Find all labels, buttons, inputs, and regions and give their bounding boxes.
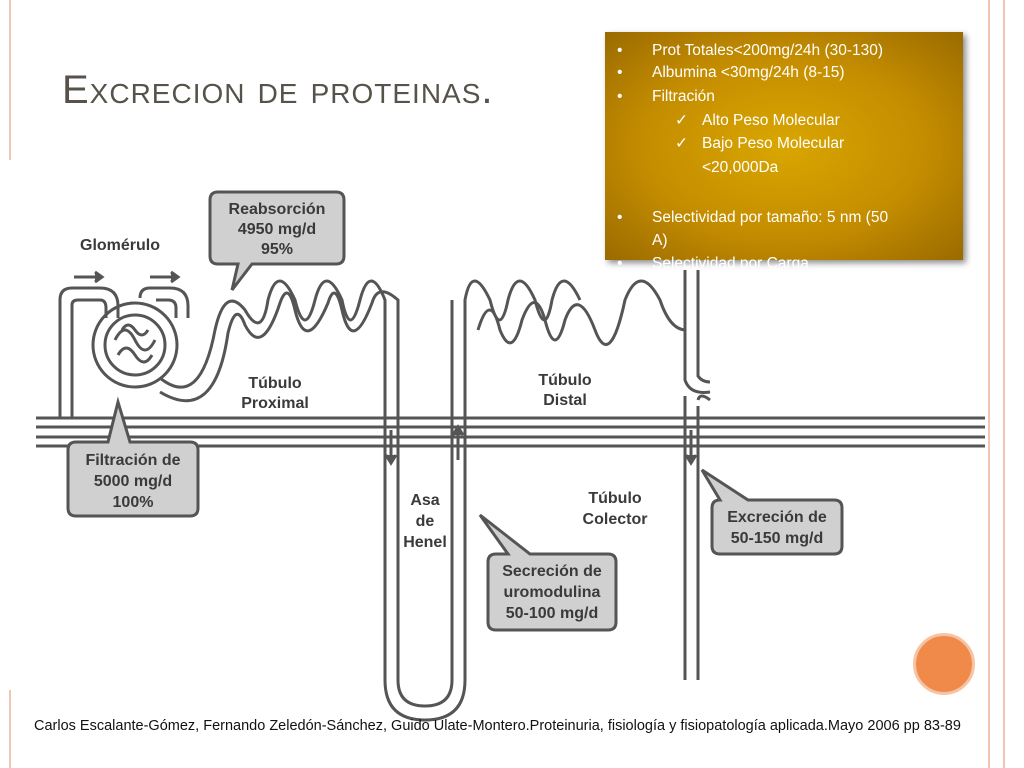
citation: Carlos Escalante-Gómez, Fernando Zeledón…	[34, 718, 961, 734]
info-text: A)	[652, 232, 668, 249]
info-text: Selectividad por tamaño: 5 nm (50	[652, 209, 889, 226]
tubulo-distal-line-1: Túbulo	[538, 372, 592, 389]
secrecion-line-2: uromodulina	[504, 584, 601, 601]
excrecion-line-2: 50-150 mg/d	[731, 530, 823, 547]
bullet: •	[617, 255, 623, 272]
info-text: Albumina <30mg/24h (8-15)	[652, 64, 845, 81]
bullet: •	[617, 64, 623, 81]
slide-title: Excrecion de proteinas.	[62, 68, 494, 112]
reabsorcion-line-2: 4950 mg/d	[238, 221, 316, 238]
left-deco-line-bottom	[9, 690, 11, 768]
filtracion-line-3: 100%	[113, 494, 154, 511]
tubulo-distal-line-2: Distal	[543, 392, 587, 409]
decorative-circle	[913, 633, 975, 695]
reabsorcion-line-3: 95%	[261, 241, 293, 258]
asa-line-1: Asa	[410, 492, 439, 509]
tubulo-colector-line-2: Colector	[583, 511, 648, 528]
info-text: Prot Totales<200mg/24h (30-130)	[652, 42, 884, 59]
tubulo-proximal-line-1: Túbulo	[248, 375, 302, 392]
bullet: •	[617, 88, 623, 105]
left-deco-line	[9, 0, 11, 160]
info-text: Alto Peso Molecular	[702, 112, 840, 129]
tubulo-proximal-line-2: Proximal	[241, 395, 309, 412]
asa-line-2: de	[416, 513, 435, 530]
right-deco-line-2	[1003, 0, 1005, 768]
checkmark-icon: ✓	[675, 135, 688, 152]
filtracion-line-2: 5000 mg/d	[94, 473, 172, 490]
info-text: <20,000Da	[702, 159, 779, 176]
asa-line-3: Henel	[403, 534, 447, 551]
info-box: • Prot Totales<200mg/24h (30-130) • Albu…	[605, 32, 963, 272]
right-deco-line-1	[988, 0, 990, 768]
checkmark-icon: ✓	[675, 112, 688, 129]
bullet: •	[617, 209, 623, 226]
excrecion-line-1: Excreción de	[727, 509, 827, 526]
tubulo-colector-line-1: Túbulo	[588, 490, 642, 507]
filtracion-line-1: Filtración de	[85, 452, 180, 469]
glomerulo-label: Glomérulo	[80, 237, 160, 254]
info-text: Selectividad por Carga	[652, 255, 809, 272]
secrecion-line-1: Secreción de	[502, 563, 602, 580]
secrecion-line-3: 50-100 mg/d	[506, 605, 598, 622]
info-text: Filtración	[652, 88, 715, 105]
bullet: •	[617, 42, 623, 59]
reabsorcion-line-1: Reabsorción	[229, 201, 326, 218]
info-text: Bajo Peso Molecular	[702, 135, 845, 152]
